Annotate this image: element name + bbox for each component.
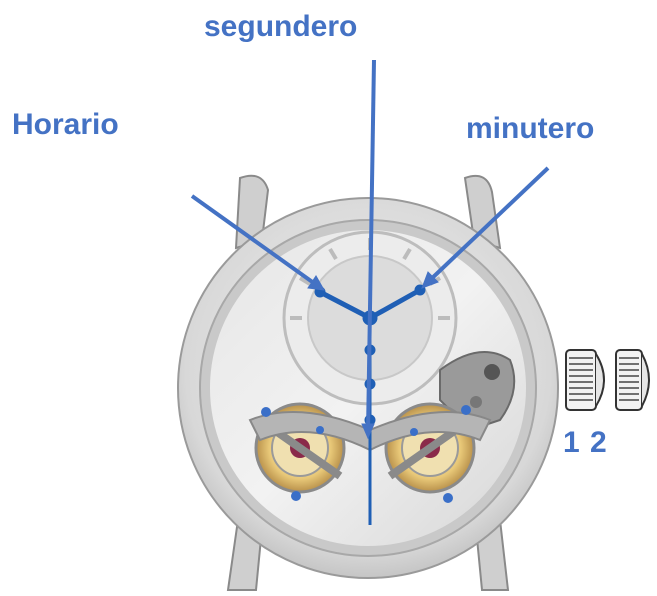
arrow-minute-hand: [426, 166, 550, 284]
arrow-hour-hand: [190, 194, 320, 288]
label-minute-hand: minutero: [466, 112, 595, 145]
annotation-arrows: [190, 59, 550, 440]
hour-hand: [318, 289, 372, 321]
crown-position-2: [615, 349, 650, 411]
label-hour-hand: Horario: [12, 108, 119, 141]
arrow-second-hand: [366, 59, 376, 433]
jewels: [261, 405, 471, 503]
movement-detail-right: [439, 351, 516, 432]
label-second-hand: segundero: [204, 10, 358, 43]
minute-hand: [368, 287, 422, 321]
crown-position-1: [565, 349, 605, 411]
label-crown-positions: 1 2: [563, 426, 608, 459]
